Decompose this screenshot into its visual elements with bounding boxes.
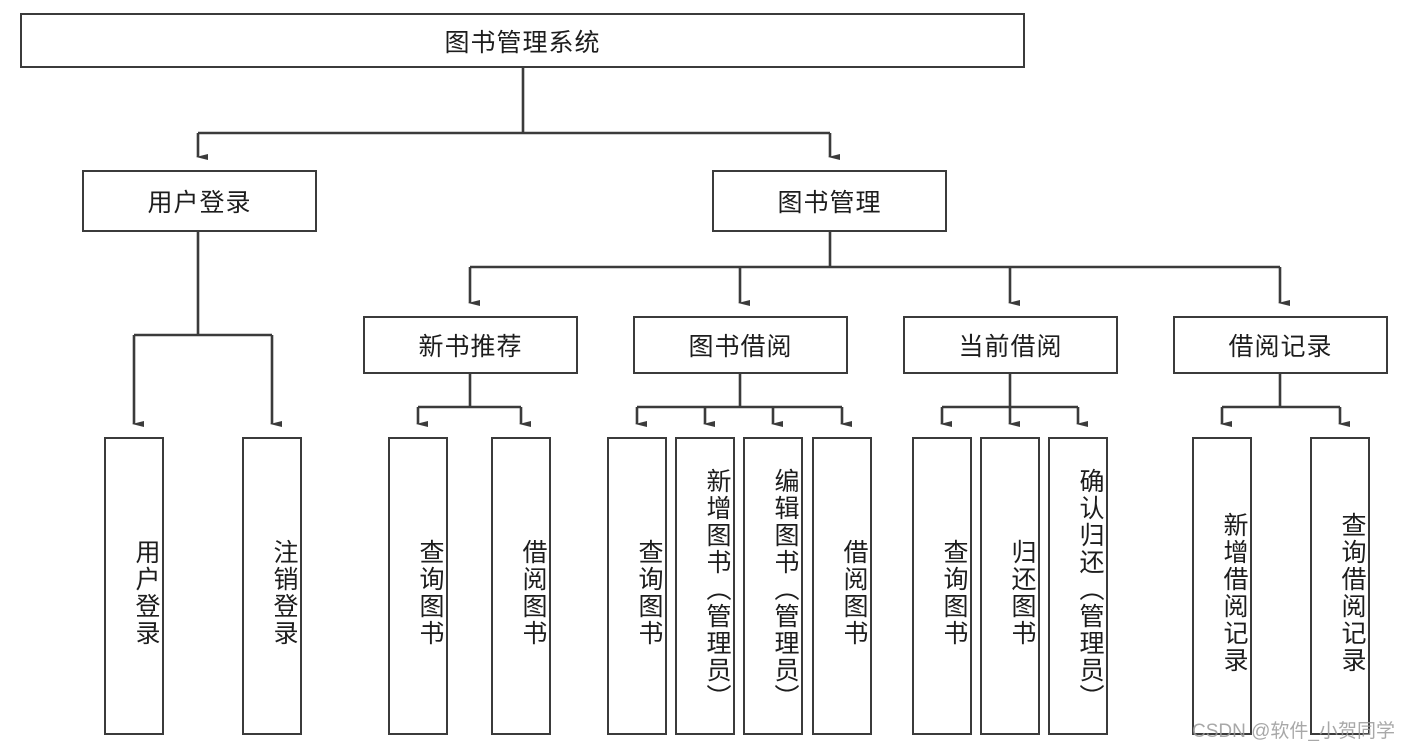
leaf-add-book[interactable]: 新增图书（管理员） [675, 437, 735, 735]
node-new-book-rec[interactable]: 新书推荐 [363, 316, 578, 374]
leaf-add-record[interactable]: 新增借阅记录 [1192, 437, 1252, 735]
csdn-watermark: CSDN @软件_小贺同学 [1192, 721, 1395, 742]
leaf-query-book-3[interactable]: 查询图书 [912, 437, 972, 735]
node-new-book-rec-label: 新书推荐 [418, 333, 523, 361]
leaf-confirm-return[interactable]: 确认归还（管理员） [1048, 437, 1108, 735]
node-book-manage-label: 图书管理 [777, 189, 882, 217]
leaf-query-book-1-label: 查询图书 [416, 539, 444, 647]
leaf-return-book-label: 归还图书 [1008, 539, 1036, 647]
leaf-query-record-label: 查询借阅记录 [1338, 512, 1366, 674]
node-root[interactable]: 图书管理系统 [20, 13, 1025, 68]
leaf-query-book-2-label: 查询图书 [635, 539, 663, 647]
leaf-borrow-book-1[interactable]: 借阅图书 [491, 437, 551, 735]
node-book-manage[interactable]: 图书管理 [712, 170, 947, 232]
node-borrow-record-label: 借阅记录 [1228, 333, 1333, 361]
node-root-label: 图书管理系统 [444, 28, 601, 57]
node-current-borrow-label: 当前借阅 [958, 333, 1063, 361]
node-user-login[interactable]: 用户登录 [82, 170, 317, 232]
node-borrow-record[interactable]: 借阅记录 [1173, 316, 1388, 374]
leaf-borrow-book-2[interactable]: 借阅图书 [812, 437, 872, 735]
leaf-query-record[interactable]: 查询借阅记录 [1310, 437, 1370, 735]
node-current-borrow[interactable]: 当前借阅 [903, 316, 1118, 374]
node-book-borrow[interactable]: 图书借阅 [633, 316, 848, 374]
leaf-edit-book-label: 编辑图书（管理员） [771, 467, 799, 711]
leaf-user-login-label: 用户登录 [132, 539, 160, 647]
leaf-user-logout[interactable]: 注销登录 [242, 437, 302, 735]
leaf-user-logout-label: 注销登录 [270, 539, 298, 647]
leaf-query-book-3-label: 查询图书 [940, 539, 968, 647]
leaf-borrow-book-2-label: 借阅图书 [840, 539, 868, 647]
leaf-query-book-1[interactable]: 查询图书 [388, 437, 448, 735]
leaf-confirm-return-label: 确认归还（管理员） [1076, 467, 1104, 711]
leaf-borrow-book-1-label: 借阅图书 [519, 539, 547, 647]
leaf-user-login[interactable]: 用户登录 [104, 437, 164, 735]
leaf-add-record-label: 新增借阅记录 [1220, 512, 1248, 674]
leaf-query-book-2[interactable]: 查询图书 [607, 437, 667, 735]
leaf-edit-book[interactable]: 编辑图书（管理员） [743, 437, 803, 735]
node-user-login-label: 用户登录 [147, 189, 252, 217]
leaf-return-book[interactable]: 归还图书 [980, 437, 1040, 735]
node-book-borrow-label: 图书借阅 [688, 333, 793, 361]
leaf-add-book-label: 新增图书（管理员） [703, 467, 731, 711]
